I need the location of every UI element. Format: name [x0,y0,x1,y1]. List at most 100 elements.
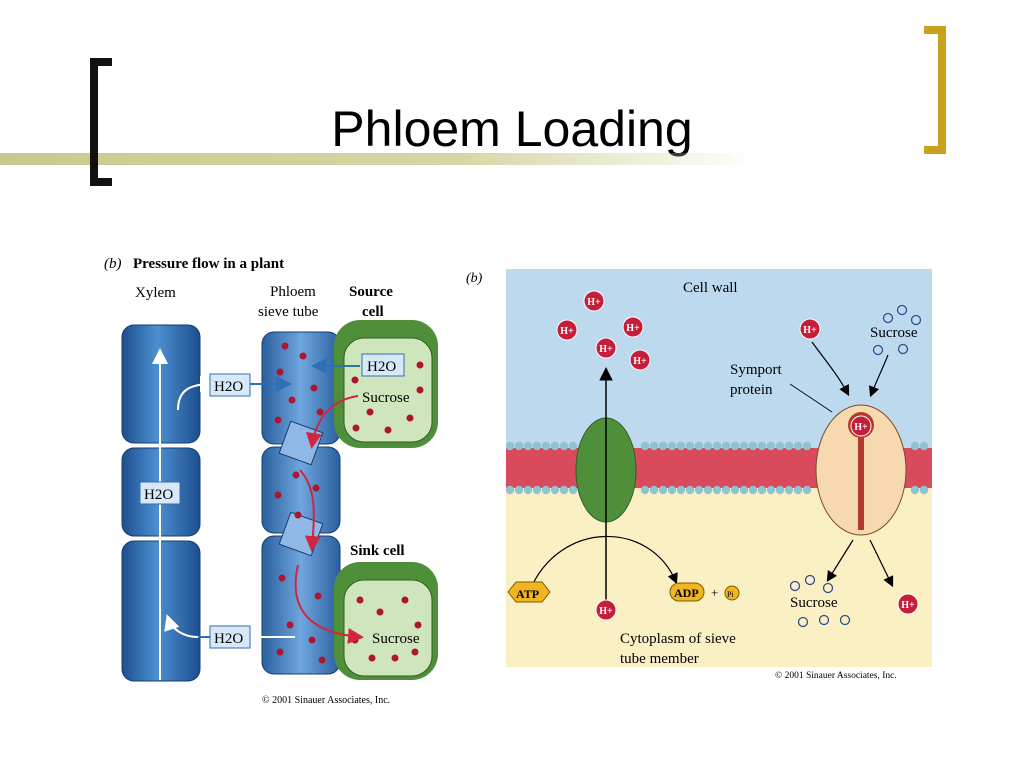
lipid-head [910,441,920,451]
lipid-head [919,441,929,451]
sucrose-molecules-inside [789,574,851,628]
xylem-label: Xylem [135,285,176,301]
lipid-head [640,485,650,495]
lipid-head [649,441,659,451]
lipid-head [649,485,659,495]
sucrose-label-outside: Sucrose [870,325,918,341]
cytoplasm-label-line2: tube member [620,651,699,667]
lipid-head [802,441,812,451]
lipid-head [775,485,785,495]
proton-label: H+ [803,325,817,336]
lipid-head [739,485,749,495]
lipid-head [505,485,515,495]
symport-leader-line [789,383,833,413]
proton-ion [799,318,821,340]
lipid-head [793,441,803,451]
h2o-box-source [361,353,405,377]
lipid-head [712,485,722,495]
lipid-head [685,485,695,495]
cytoplasm-label-line1: Cytoplasm of sieve [620,631,736,647]
h2o-label-bottom: H2O [214,631,243,647]
lipid-head [568,485,578,495]
sucrose-loading-arrow [306,395,359,449]
lipid-head [712,441,722,451]
lipid-head [658,441,668,451]
lipid-head [910,485,920,495]
h2o-box-bottom [209,625,251,649]
lipid-head [757,441,767,451]
lipid-head [775,441,785,451]
left-panel-heading: Pressure flow in a plant [133,256,284,272]
sucrose-label-source: Sucrose [362,390,410,406]
proton-label: H+ [560,326,574,337]
left-panel-letter: (b) [104,256,122,272]
sucrose-into-symport-arrow [868,354,889,398]
sucrose-flow-arrow-1 [299,469,321,552]
lipid-head [730,485,740,495]
lipid-head [523,441,533,451]
source-label-line1: Source [349,284,393,300]
phloem-label-line2: sieve tube [258,304,319,320]
right-panel-letter: (b) [466,271,483,286]
svg-text:ATP: ATP [516,587,539,601]
h2o-label-xylem: H2O [144,487,173,503]
xylem-exit-arrow [177,376,216,411]
h2o-box-xylem [139,481,181,505]
proton-label: H+ [587,297,601,308]
sucrose-molecules-outside [872,304,922,356]
slide-title: Phloem Loading [331,101,693,157]
proton-out-arrow [869,539,894,588]
lipid-head [541,441,551,451]
cell-wall-label: Cell wall [683,280,738,296]
left-bracket-decoration [90,58,112,186]
sink-cell-label: Sink cell [350,543,405,559]
lipid-head [559,441,569,451]
proton-label: H+ [626,323,640,334]
phloem-label-line1: Phloem [270,284,316,300]
proton-ion [897,593,919,615]
lipid-head [703,485,713,495]
lipid-head [685,441,695,451]
proton-ions: H+H+H+H+H+H+H+H+H+ [556,290,919,621]
lipid-head [505,441,515,451]
sucrose-label-sink: Sucrose [372,631,420,647]
proton-ion [583,290,605,312]
symport-label-line1: Symport [730,362,783,378]
proton-label: H+ [901,600,915,611]
lipid-head [793,485,803,495]
lipid-head [784,485,794,495]
lipid-head [766,485,776,495]
proton-ion [629,349,651,371]
lipid-head [523,485,533,495]
proton-label: H+ [633,356,647,367]
lipid-head [532,441,542,451]
plus-sign: + [711,585,718,600]
left-copyright: © 2001 Sinauer Associates, Inc. [262,695,390,706]
lipid-head [703,441,713,451]
lipid-head [676,441,686,451]
lipid-head [919,485,929,495]
proton-label: H+ [599,344,613,355]
lipid-head [730,441,740,451]
lipid-head [766,441,776,451]
lipid-head [748,485,758,495]
symport-channel [858,430,864,530]
lipid-head [784,441,794,451]
water-into-xylem-arrow [164,614,199,638]
proton-label: H+ [599,606,613,617]
sucrose-out-arrow [826,539,854,583]
lipid-head [658,485,668,495]
proton-ion [556,319,578,341]
lipid-head [694,485,704,495]
lipid-head [721,485,731,495]
lipid-head [568,441,578,451]
lipid-head [550,441,560,451]
lipid-head [550,485,560,495]
proton-ion [850,415,872,437]
sucrose-molecules [274,342,424,664]
lipid-head [694,441,704,451]
lipid-head [739,441,749,451]
sucrose-unloading-arrow [294,564,364,644]
